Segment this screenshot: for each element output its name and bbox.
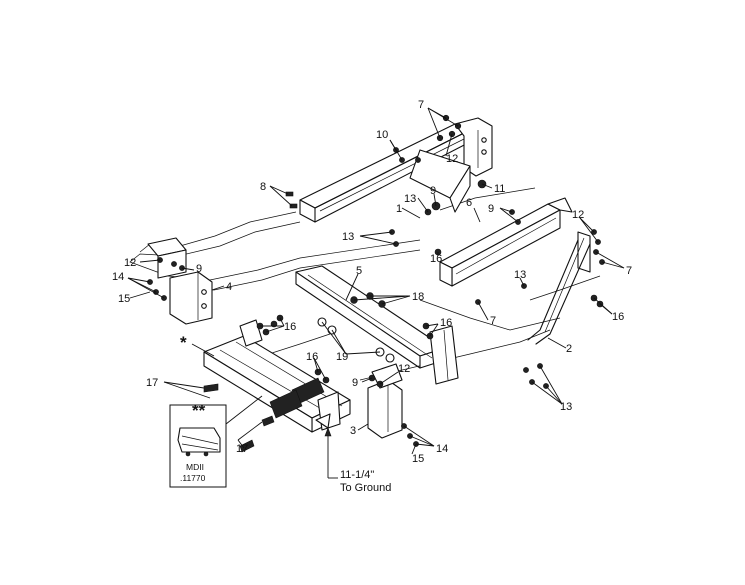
callout-11: 11: [494, 183, 505, 195]
callout-14-left: 14: [112, 271, 124, 283]
callout-13-right: 13: [514, 269, 526, 281]
callout-13-bottom: 13: [560, 401, 572, 413]
callout-15-left: 15: [118, 293, 130, 305]
callout-7-right: 7: [626, 265, 632, 277]
truck-frame-outline: [129, 187, 601, 381]
leader-lines: [127, 107, 625, 455]
right-mount-rail: [439, 197, 591, 345]
callout-15-lower: 15: [412, 453, 424, 465]
lower-receiver-frame: [203, 319, 351, 433]
callout-5: 5: [356, 265, 362, 277]
callout-9-top: 9: [430, 185, 436, 197]
callout-7-top: 7: [418, 99, 424, 111]
callout-17-lower: 17: [236, 443, 248, 455]
callout-labels: 7 10 12 8 11 9 13 1 6 9 12 13 16 7 13 5 …: [112, 99, 632, 465]
dimension-text: To Ground: [340, 482, 391, 494]
callout-6: 6: [466, 197, 472, 209]
dimension-value: 11-1/4": [340, 469, 374, 481]
callout-2: 2: [566, 343, 572, 355]
callout-12-lower: 12: [398, 363, 410, 375]
callout-12-right: 12: [572, 209, 584, 221]
callout-7-mid: 7: [490, 315, 496, 327]
callout-9-lower: 9: [352, 377, 358, 389]
callout-10: 10: [376, 129, 388, 141]
asterisk-marker: *: [180, 333, 187, 352]
inset-detail-box: ** MDII .11770: [169, 401, 227, 488]
callout-16-lower: 16: [306, 351, 318, 363]
ground-clearance-dimension: 11-1/4" To Ground: [324, 427, 391, 494]
left-side-bracket: [147, 237, 213, 325]
callout-16-center: 16: [430, 253, 442, 265]
callout-12-left: 12: [124, 257, 136, 269]
callout-17-upper: 17: [146, 377, 158, 389]
center-cross-tube: [295, 265, 459, 385]
inset-model-label: MDII: [186, 462, 204, 472]
callout-13-left: 13: [342, 231, 354, 243]
inset-part-number: .11770: [180, 473, 206, 483]
callout-18: 18: [412, 291, 424, 303]
callout-16-right: 16: [612, 311, 624, 323]
callout-9-left: 9: [196, 263, 202, 275]
callout-16-left: 16: [284, 321, 296, 333]
callout-9-right: 9: [488, 203, 494, 215]
callout-3: 3: [350, 425, 356, 437]
double-asterisk-marker: **: [192, 401, 206, 420]
callout-19: 19: [336, 351, 348, 363]
callout-12-top: 12: [446, 153, 458, 165]
callout-1: 1: [396, 203, 402, 215]
left-upper-mount-rail: [299, 117, 493, 223]
callout-14-lower: 14: [436, 443, 448, 455]
callout-4: 4: [226, 281, 232, 293]
callout-16-center-right: 16: [440, 317, 452, 329]
callout-13-top: 13: [404, 193, 416, 205]
callout-8: 8: [260, 181, 266, 193]
